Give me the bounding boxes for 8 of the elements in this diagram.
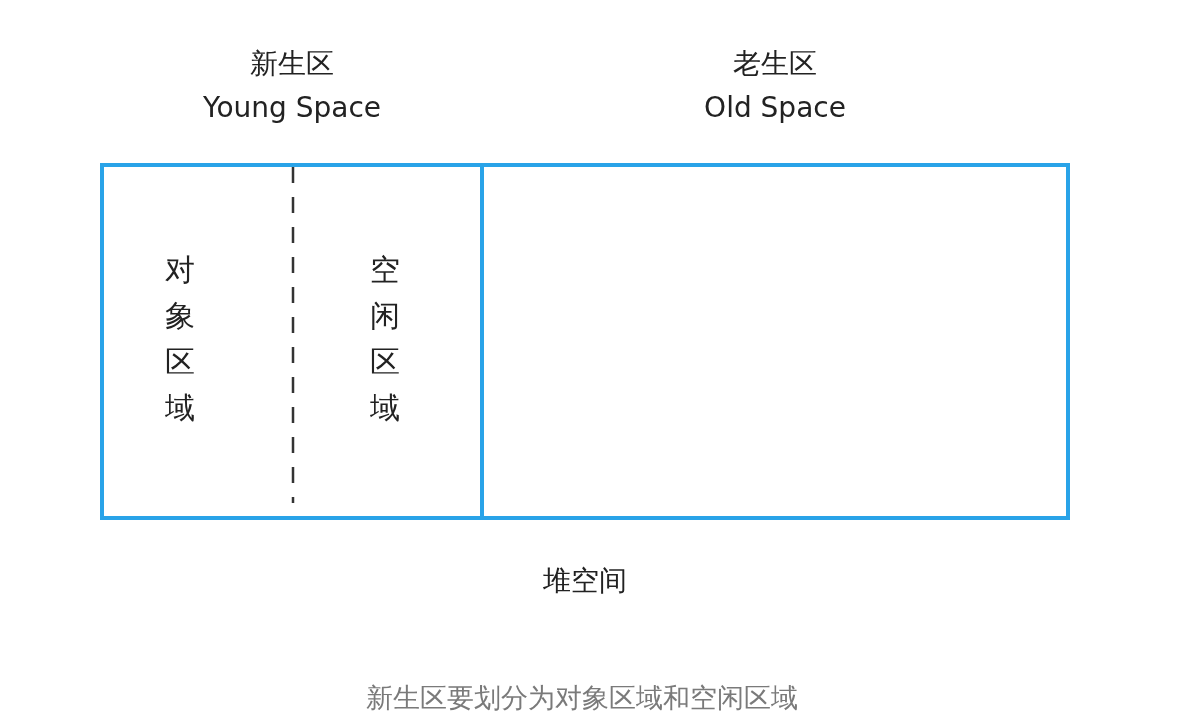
- region-label: 对象区域: [164, 247, 196, 431]
- region-heading: 新生区: [249, 46, 335, 82]
- heap-label: 堆空间: [543, 563, 627, 599]
- region-label: 空闲区域: [369, 247, 401, 431]
- region-heading: Old Space: [704, 90, 846, 126]
- caption: 新生区要划分为对象区域和空闲区域: [366, 681, 798, 715]
- region-heading: 老生区: [732, 46, 818, 82]
- region-heading: Young Space: [203, 90, 381, 126]
